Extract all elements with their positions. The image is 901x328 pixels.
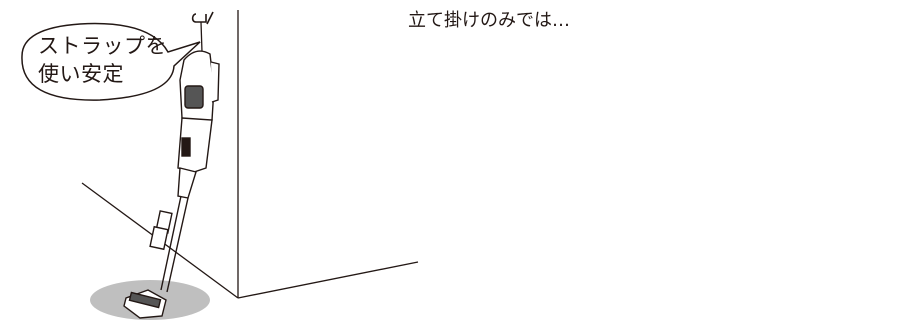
caption-text: 立て掛けのみでは…	[408, 10, 570, 31]
vacuum-hanging	[123, 50, 220, 319]
bubble-line-1: ストラップを	[38, 34, 167, 58]
left-scene	[21, 10, 419, 320]
bubble-text: ストラップを 使い安定	[38, 32, 167, 88]
wall-hook	[191, 13, 207, 23]
bubble-line-2: 使い安定	[38, 62, 124, 86]
speech-bubble	[21, 22, 201, 101]
